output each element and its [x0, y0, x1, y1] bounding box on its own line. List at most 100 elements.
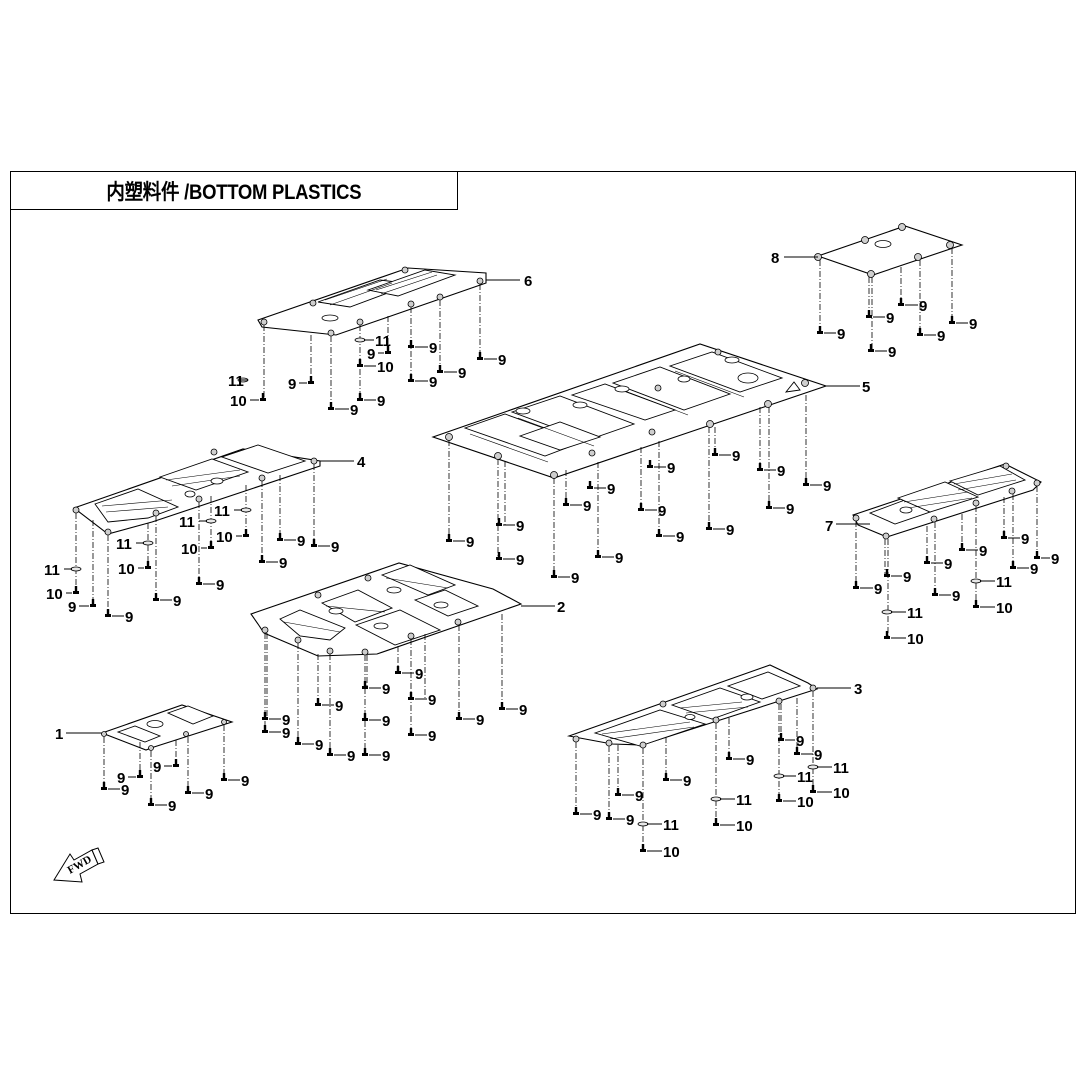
fastener-callout-washer[interactable]: 11 — [214, 503, 252, 520]
fastener-callout-bolt[interactable]: 9 — [778, 733, 804, 750]
fastener-callout-bolt[interactable]: 9 — [395, 666, 423, 683]
fastener-callout-bolt[interactable]: 9 — [712, 448, 740, 465]
fastener-callout-bolt[interactable]: 9 — [587, 481, 615, 498]
fastener-callout-bolt[interactable]: 10 — [640, 844, 680, 861]
fastener-callout-bolt[interactable]: 9 — [68, 599, 96, 616]
part-2-plate[interactable] — [250, 562, 523, 657]
fastener-callout-bolt[interactable]: 9 — [866, 310, 894, 327]
fastener-callout-bolt[interactable]: 9 — [647, 460, 675, 477]
fastener-callout-bolt[interactable]: 9 — [917, 328, 945, 345]
fastener-callout-bolt[interactable]: 9 — [221, 773, 249, 790]
fastener-callout-bolt[interactable]: 9 — [884, 569, 911, 586]
fastener-callout-bolt[interactable]: 10 — [776, 794, 814, 811]
fastener-callout-washer[interactable]: 11 — [179, 514, 217, 531]
fastener-callout-bolt[interactable]: 9 — [615, 788, 643, 805]
part-6-plate[interactable] — [257, 266, 487, 337]
fastener-callout-washer[interactable]: 11 — [228, 373, 249, 390]
fastener-callout-bolt[interactable]: 9 — [924, 556, 952, 573]
fastener-callout-bolt[interactable]: 9 — [362, 713, 390, 730]
fastener-callout-bolt[interactable]: 9 — [357, 393, 385, 410]
part-8-plate[interactable] — [814, 223, 964, 278]
fastener-callout-bolt[interactable]: 9 — [573, 807, 601, 824]
fastener-callout-bolt[interactable]: 9 — [794, 747, 822, 764]
fastener-callout-bolt[interactable]: 9 — [932, 588, 960, 605]
fastener-callout-bolt[interactable]: 9 — [551, 570, 579, 587]
fastener-callout-bolt[interactable]: 9 — [706, 522, 734, 539]
fastener-callout-bolt[interactable]: 9 — [101, 782, 129, 799]
fastener-callout-washer[interactable]: 11 — [710, 792, 752, 809]
fastener-callout-bolt[interactable]: 9 — [477, 352, 506, 369]
part-5-plate[interactable] — [431, 343, 828, 479]
fastener-callout-bolt[interactable]: 9 — [563, 498, 591, 515]
fastener-callout-bolt[interactable]: 10 — [230, 393, 266, 410]
fastener-callout-bolt[interactable]: 9 — [153, 593, 181, 610]
fastener-callout-bolt[interactable]: 9 — [262, 725, 290, 742]
fastener-callout-bolt[interactable]: 9 — [606, 812, 634, 829]
fastener-callout-bolt[interactable]: 9 — [1034, 551, 1059, 568]
fastener-callout-bolt[interactable]: 9 — [757, 463, 785, 480]
fastener-callout-bolt[interactable]: 9 — [638, 503, 666, 520]
fastener-callout-bolt[interactable]: 9 — [853, 581, 882, 598]
fastener-callout-bolt[interactable]: 9 — [496, 552, 524, 569]
fastener-callout-bolt[interactable]: 9 — [262, 712, 290, 729]
fastener-callout-bolt[interactable]: 9 — [803, 478, 831, 495]
fastener-callout-bolt[interactable]: 9 — [949, 316, 977, 333]
fastener-callout-bolt[interactable]: 9 — [408, 374, 437, 391]
fastener-callout-bolt[interactable]: 9 — [148, 798, 176, 815]
fastener-callout-washer[interactable]: 11 — [970, 574, 1012, 591]
fastener-callout-bolt[interactable]: 10 — [810, 785, 850, 802]
fastener-callout-washer[interactable]: 11 — [773, 769, 813, 786]
fastener-callout-bolt[interactable]: 9 — [595, 550, 623, 567]
fastener-callout-bolt[interactable]: 10 — [713, 818, 753, 835]
fastener-callout-bolt[interactable]: 9 — [766, 501, 794, 518]
fastener-callout-bolt[interactable]: 9 — [408, 728, 436, 745]
part-1-plate[interactable] — [100, 704, 234, 751]
fastener-callout-washer[interactable]: 11 — [116, 536, 154, 553]
fastener-callout-bolt[interactable]: 10 — [181, 541, 214, 558]
fastener-callout-bolt[interactable]: 10 — [884, 631, 924, 648]
fastener-callout-bolt[interactable]: 10 — [118, 561, 151, 578]
fastener-callout-bolt[interactable]: 9 — [277, 533, 305, 550]
fastener-callout-bolt[interactable]: 9 — [726, 752, 754, 769]
fastener-callout-bolt[interactable]: 9 — [656, 529, 684, 546]
fastener-callout-bolt[interactable]: 9 — [446, 534, 474, 551]
fastener-callout-washer[interactable]: 11 — [354, 333, 391, 350]
fastener-callout-washer[interactable]: 11 — [881, 605, 923, 622]
fastener-callout-bolt[interactable]: 9 — [327, 748, 355, 765]
fastener-callout-bolt[interactable]: 9 — [362, 748, 390, 765]
fastener-callout-bolt[interactable]: 10 — [973, 600, 1013, 617]
fastener-callout-bolt[interactable]: 10 — [216, 529, 249, 546]
fastener-callout-bolt[interactable]: 9 — [185, 786, 213, 803]
fastener-callout-bolt[interactable]: 9 — [663, 773, 691, 790]
fastener-callout-bolt[interactable]: 9 — [959, 543, 987, 560]
fastener-callout-bolt[interactable]: 10 — [46, 586, 79, 603]
fastener-callout-bolt[interactable]: 9 — [367, 346, 391, 363]
fastener-callout-bolt[interactable]: 9 — [817, 326, 845, 343]
fastener-callout-bolt[interactable]: 9 — [328, 402, 358, 419]
fastener-callout-bolt[interactable]: 9 — [315, 698, 343, 715]
fastener-callout-bolt[interactable]: 9 — [362, 681, 390, 698]
fastener-callout-washer[interactable]: 11 — [44, 562, 82, 579]
part-3-plate[interactable] — [566, 664, 819, 749]
fastener-callout-bolt[interactable]: 9 — [105, 609, 133, 626]
fastener-callout-washer[interactable]: 11 — [637, 817, 679, 834]
part-7-plate[interactable] — [852, 462, 1042, 540]
fastener-callout-bolt[interactable]: 9 — [153, 759, 179, 776]
fastener-callout-bolt[interactable]: 9 — [1001, 531, 1029, 548]
fastener-callout-bolt[interactable]: 9 — [311, 539, 339, 556]
fastener-callout-bolt[interactable]: 9 — [196, 577, 224, 594]
fastener-callout-bolt[interactable]: 9 — [117, 770, 143, 787]
part-4-plate[interactable] — [72, 444, 321, 536]
fastener-callout-bolt[interactable]: 9 — [437, 365, 466, 382]
fastener-callout-bolt[interactable]: 9 — [288, 376, 314, 393]
fastener-callout-bolt[interactable]: 9 — [496, 518, 524, 535]
fastener-callout-bolt[interactable]: 9 — [898, 298, 927, 315]
fastener-callout-bolt[interactable]: 9 — [456, 712, 484, 729]
fastener-callout-bolt[interactable]: 10 — [357, 359, 394, 376]
fastener-callout-bolt[interactable]: 9 — [408, 692, 436, 709]
fastener-callout-bolt[interactable]: 9 — [295, 737, 323, 754]
fastener-callout-washer[interactable]: 11 — [807, 760, 849, 777]
fastener-callout-bolt[interactable]: 9 — [259, 555, 287, 572]
fastener-callout-bolt[interactable]: 9 — [868, 344, 896, 361]
fastener-callout-bolt[interactable]: 9 — [499, 702, 527, 719]
